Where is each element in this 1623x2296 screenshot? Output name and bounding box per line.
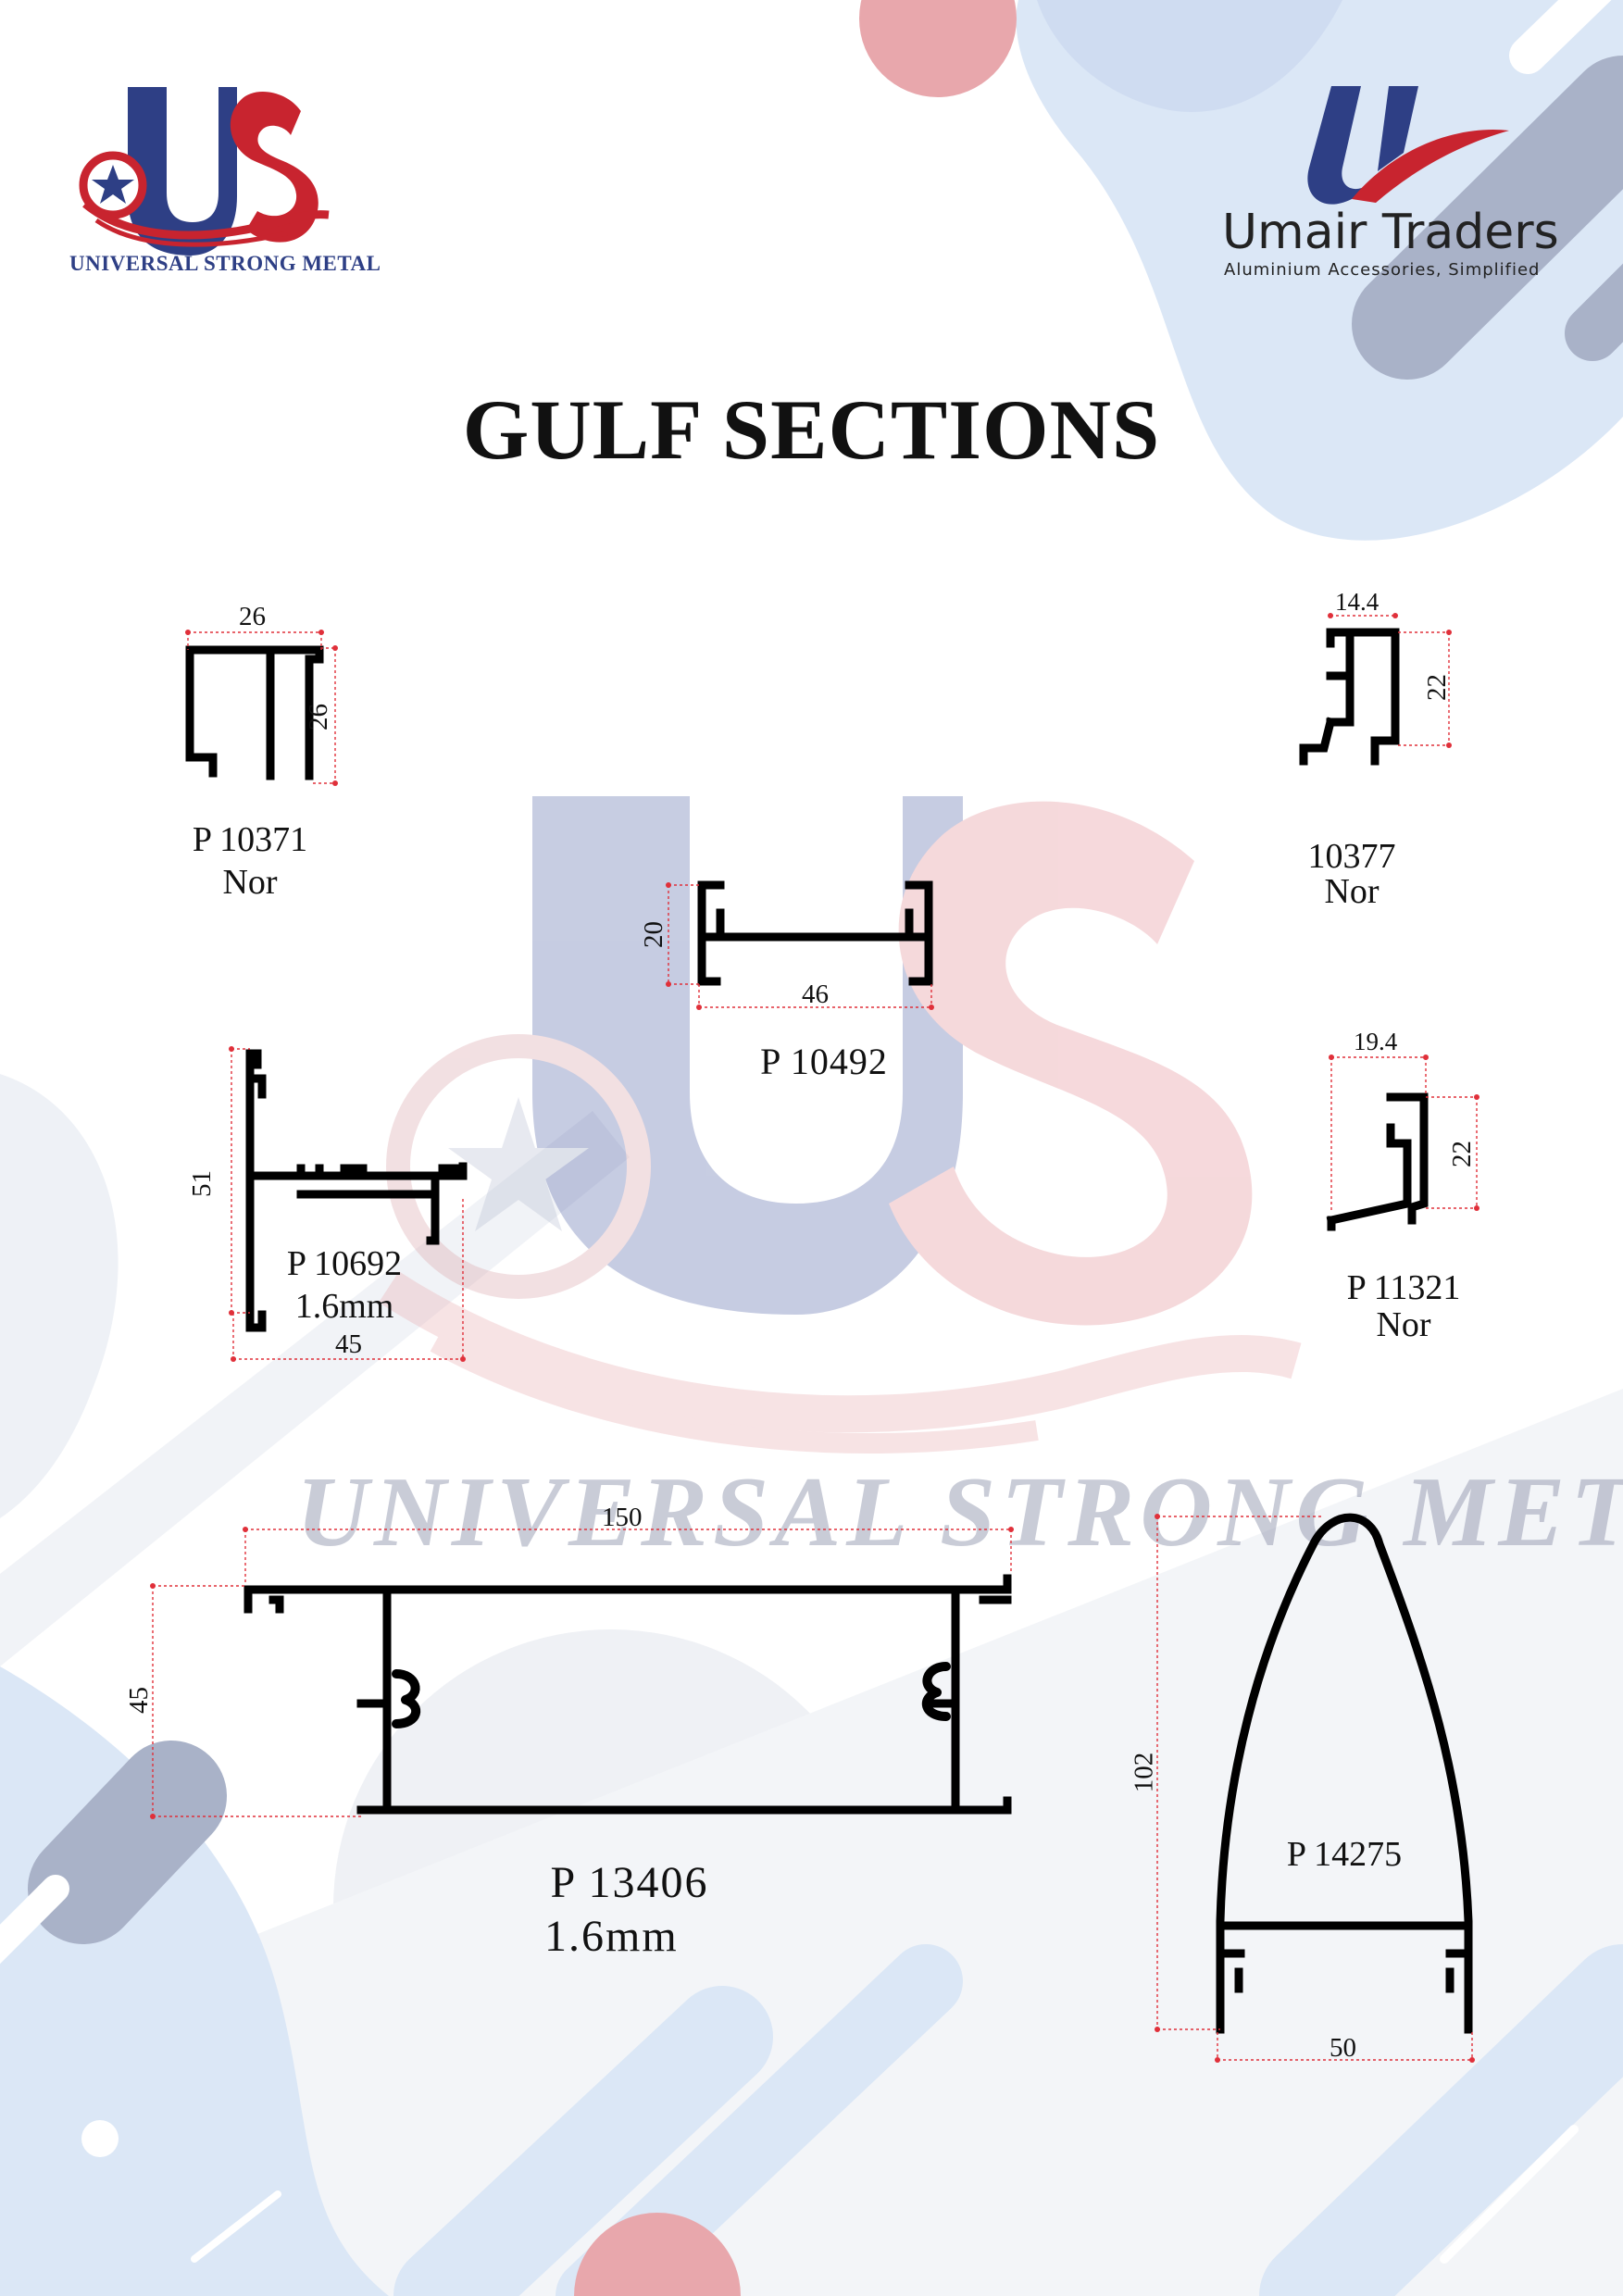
section-code: 10377 <box>1307 837 1396 876</box>
brand-right-name: Umair Traders <box>1222 205 1559 260</box>
label-p10692: P 10692 1.6mm <box>252 1246 437 1324</box>
dim-p14275-height: 102 <box>1129 1752 1159 1793</box>
dim-p11321-height: 22 <box>1447 1141 1477 1167</box>
brand-left-name: UNIVERSAL STRONG METAL <box>69 252 381 275</box>
dim-p10692-height: 51 <box>187 1170 217 1197</box>
label-p10492: P 10492 <box>760 1041 888 1082</box>
profile-10377 <box>1299 613 1452 766</box>
section-code: P 13406 <box>550 1858 709 1907</box>
watermark-text: UNIVERSAL STRONG METAL <box>296 1457 1623 1567</box>
dim-p13406-width: 150 <box>602 1503 643 1532</box>
profile-p10492 <box>666 880 934 1010</box>
label-p13406: P 13406 1.6mm <box>491 1861 768 1959</box>
dim-p14275-width: 50 <box>1330 2033 1356 2063</box>
section-note: Nor <box>222 863 278 902</box>
dim-10377-height: 22 <box>1422 674 1452 701</box>
section-note: 1.6mm <box>294 1287 394 1326</box>
dim-p10492-height: 20 <box>639 921 668 948</box>
section-note: Nor <box>1376 1305 1431 1344</box>
us-logo-icon <box>79 87 330 256</box>
dim-10377-width: 14.4 <box>1335 588 1380 616</box>
dim-p10371-width: 26 <box>239 602 266 631</box>
brand-logo-right: Umair Traders Aluminium Accessories, Sim… <box>1213 79 1565 292</box>
section-code: P 10371 <box>192 820 308 859</box>
page-title: GULF SECTIONS <box>462 382 1161 477</box>
section-note: Nor <box>1324 872 1380 911</box>
profile-p11321 <box>1326 1054 1479 1231</box>
label-p11321: P 11321 Nor <box>1311 1270 1496 1342</box>
dim-p11321-width: 19.4 <box>1354 1028 1398 1055</box>
label-p10371: P 10371 Nor <box>157 822 343 900</box>
profile-p10371 <box>185 630 338 786</box>
umair-logo-icon <box>1307 86 1509 205</box>
profile-p10692 <box>229 1046 468 1362</box>
profile-p14275 <box>1155 1513 1475 2063</box>
section-note: 1.6mm <box>544 1912 679 1961</box>
dim-p13406-height: 45 <box>124 1687 154 1714</box>
profile-p13406 <box>150 1527 1014 1819</box>
dim-p10492-width: 46 <box>802 980 829 1009</box>
label-10377: 10377 Nor <box>1259 839 1444 909</box>
section-code: P 10692 <box>286 1244 403 1283</box>
dim-p10371-height: 26 <box>304 704 333 730</box>
dim-p10692-width: 45 <box>335 1329 362 1359</box>
brand-logo-left: UNIVERSAL STRONG METAL <box>65 74 381 278</box>
label-p14275: P 14275 <box>1286 1835 1403 1874</box>
brand-right-tagline: Aluminium Accessories, Simplified <box>1224 260 1541 280</box>
section-code: P 11321 <box>1346 1268 1461 1307</box>
